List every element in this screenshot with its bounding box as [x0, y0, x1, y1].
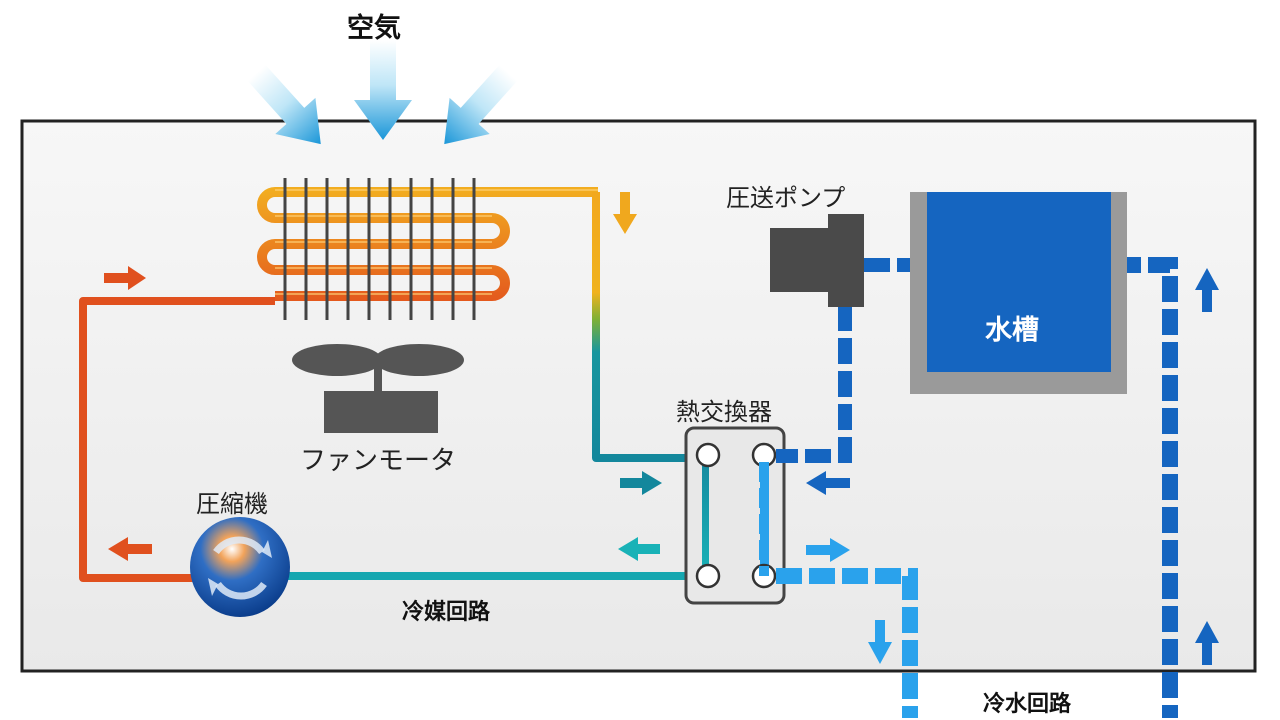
- chilled-water-circuit-label: 冷水回路: [983, 692, 1072, 717]
- air-label: 空気: [347, 13, 401, 44]
- air-arrow-center: [354, 40, 412, 140]
- fan-blade-left: [292, 344, 382, 376]
- heat-exchanger: [684, 426, 786, 605]
- pressure-pump-label: 圧送ポンプ: [726, 184, 846, 212]
- fan-motor-body: [324, 391, 438, 433]
- condenser-fins: [283, 178, 476, 320]
- water-pipe-return: [1115, 257, 1178, 718]
- water-arrow-up-bottom: [1195, 621, 1219, 665]
- flow-arrow-down-orange: [613, 192, 637, 234]
- flow-arrow-from-hx: [618, 537, 660, 561]
- fan-motor-label: ファンモータ: [300, 446, 457, 476]
- water-arrow-up-top: [1195, 268, 1219, 312]
- compressor-label: 圧縮機: [196, 490, 268, 518]
- water-tank: [910, 192, 1127, 394]
- pressure-pump: [770, 214, 864, 307]
- fan-blade-right: [374, 344, 464, 376]
- flow-arrow-return: [108, 537, 152, 561]
- water-pipe-supply: [776, 568, 918, 718]
- discharge-line: [79, 297, 275, 582]
- water-arrow-down: [868, 620, 892, 664]
- water-tank-label: 水槽: [985, 315, 1039, 346]
- heat-exchanger-label: 熱交換器: [676, 398, 772, 426]
- air-arrow-left: [247, 64, 321, 145]
- air-arrow-right: [444, 64, 518, 145]
- air-arrows: [247, 40, 518, 145]
- compressor: [190, 517, 290, 617]
- liquid-line: [592, 192, 700, 462]
- water-arrow-out-hx: [806, 538, 850, 562]
- fan-shaft: [374, 355, 382, 395]
- condenser-coil: [257, 187, 598, 301]
- refrigerant-circuit-label: 冷媒回路: [402, 600, 491, 625]
- flow-arrow-to-hx: [620, 471, 662, 495]
- flow-arrow-coil-in: [104, 266, 146, 290]
- water-arrow-into-hx: [806, 471, 850, 495]
- water-pipe-pump-to-hx: [776, 305, 852, 463]
- fan-motor: [292, 344, 464, 433]
- coil-highlight: [275, 189, 598, 295]
